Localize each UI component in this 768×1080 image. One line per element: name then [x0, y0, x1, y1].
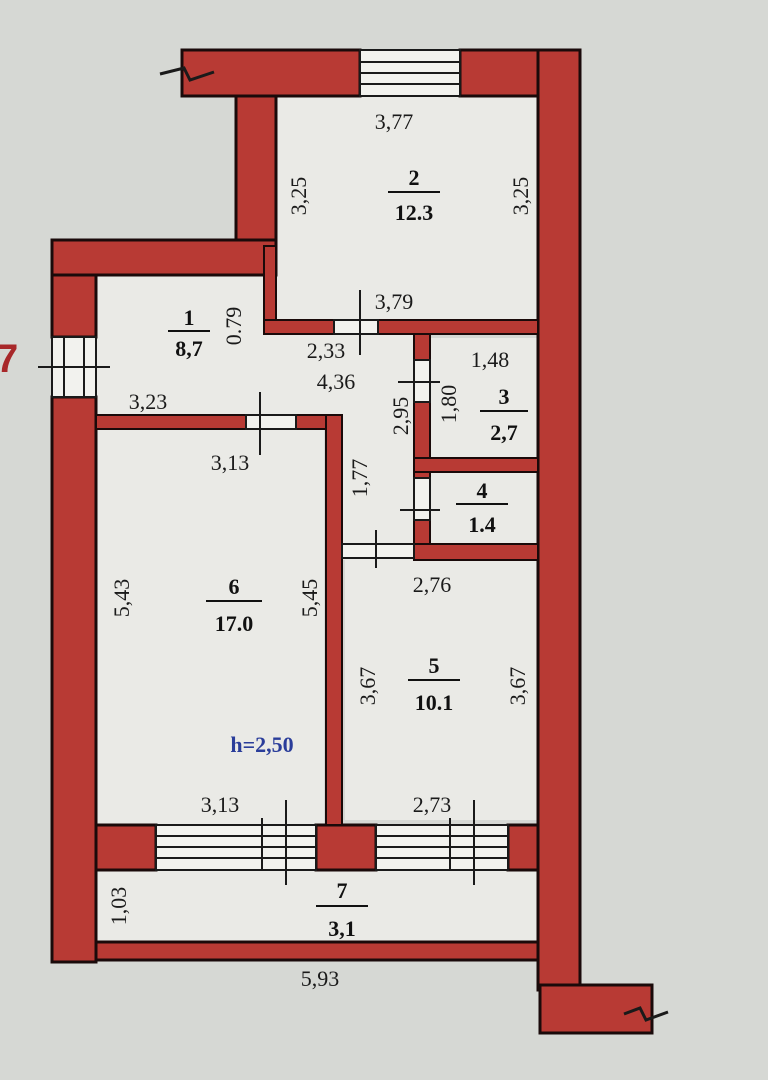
room-2-floor	[276, 96, 538, 322]
room-4-floor	[430, 473, 538, 543]
door-room-6	[245, 392, 297, 455]
wall-step	[50, 238, 278, 277]
room-1-number: 1	[184, 305, 195, 330]
break-marks	[159, 66, 669, 1022]
room-3-number: 3	[499, 384, 510, 409]
walls	[50, 48, 654, 1035]
room-3-label: 3 2,7	[480, 384, 528, 445]
room-3-area: 2,7	[490, 420, 518, 445]
room-4-label: 4 1.4	[456, 478, 508, 537]
room-7-number: 7	[337, 878, 348, 903]
room-4-number: 4	[477, 478, 488, 503]
dim-total-bottom: 5,93	[301, 966, 340, 991]
room-6-number: 6	[229, 574, 240, 599]
room-6-label: 6 17.0	[206, 574, 262, 636]
door-room-5	[341, 530, 415, 568]
windows	[38, 49, 509, 885]
wall-window-right	[506, 823, 540, 872]
room-5-number: 5	[429, 653, 440, 678]
room-7-area: 3,1	[328, 916, 356, 941]
floor-areas	[96, 96, 538, 942]
room-4-area: 1.4	[468, 512, 496, 537]
dim-r5-right: 3,67	[505, 667, 530, 706]
dim-corridor-b: 4,36	[317, 369, 356, 394]
dim-r6-top: 3,13	[211, 450, 250, 475]
edge-mark: 7	[0, 337, 18, 381]
window-left	[38, 336, 110, 398]
dim-corridor-c: 1,77	[347, 459, 372, 498]
wall-window-left	[94, 823, 158, 872]
partition-r6-right	[325, 414, 343, 826]
dim-r6-bottom: 3,13	[201, 792, 240, 817]
ceiling-height-label: h=2,50	[230, 732, 293, 757]
dim-r5-top: 2,76	[413, 572, 452, 597]
dim-r3-left: 1,80	[436, 385, 461, 424]
wall-left-upper	[50, 273, 98, 339]
wall-r2-left	[234, 94, 278, 248]
door-room-2	[333, 290, 379, 355]
room-1-area: 8,7	[175, 336, 203, 361]
wall-bottom	[94, 940, 540, 962]
room-2-label: 2 12.3	[388, 165, 440, 225]
room-labels: 1 8,7 2 12.3 3 2,7 4 1.4 5 10.1 6 17.0	[168, 165, 528, 941]
room-5-area: 10.1	[415, 690, 454, 715]
wall-right	[536, 48, 582, 992]
room-2-number: 2	[409, 165, 420, 190]
dim-corridor-a: 2,33	[307, 338, 346, 363]
dim-r6-left: 5,43	[109, 579, 134, 618]
partition-r2-bottom	[263, 319, 539, 335]
room-5-label: 5 10.1	[408, 653, 460, 715]
room-2-area: 12.3	[395, 200, 434, 225]
window-top	[359, 49, 461, 97]
dim-r5-bottom: 2,73	[413, 792, 452, 817]
break-mark-top-left	[159, 66, 215, 82]
corridor-floor	[340, 415, 416, 560]
wall-window-mid	[314, 823, 378, 872]
dim-r2-left: 3,25	[286, 177, 311, 216]
wall-left-lower	[50, 395, 98, 964]
dim-r3-top: 1,48	[471, 347, 510, 372]
dim-r5-left: 3,67	[355, 667, 380, 706]
window-room-5	[375, 800, 509, 885]
partition-r6-top-left	[95, 414, 247, 430]
door-room-4	[400, 477, 440, 521]
room-7-label: 7 3,1	[316, 878, 368, 941]
room-5-floor	[345, 560, 538, 820]
room-1-label: 1 8,7	[168, 305, 210, 361]
dim-r1-small: 0.79	[221, 307, 246, 346]
partition-r4-bottom	[413, 543, 539, 561]
dim-r7-left: 1,03	[106, 887, 131, 926]
window-room-6	[155, 800, 317, 885]
dim-r1-bottom: 3,23	[129, 389, 168, 414]
dim-r2-top: 3,77	[375, 109, 414, 134]
break-mark-bottom-right	[623, 1006, 669, 1022]
dim-bath-wall: 2,95	[388, 397, 413, 436]
room-6-area: 17.0	[215, 611, 254, 636]
partition-r3-bottom	[413, 457, 539, 473]
door-room-3	[398, 359, 440, 403]
dimension-labels: 3,77 3,25 3,25 3,79 0.79 2,33 4,36 3,23 …	[106, 109, 533, 991]
room-6-floor	[96, 430, 324, 825]
dim-r6-right: 5,45	[297, 579, 322, 618]
doors	[245, 290, 440, 568]
dim-r2-right: 3,25	[508, 177, 533, 216]
dim-r2-bottom: 3,79	[375, 289, 414, 314]
room-3-floor	[430, 338, 538, 458]
